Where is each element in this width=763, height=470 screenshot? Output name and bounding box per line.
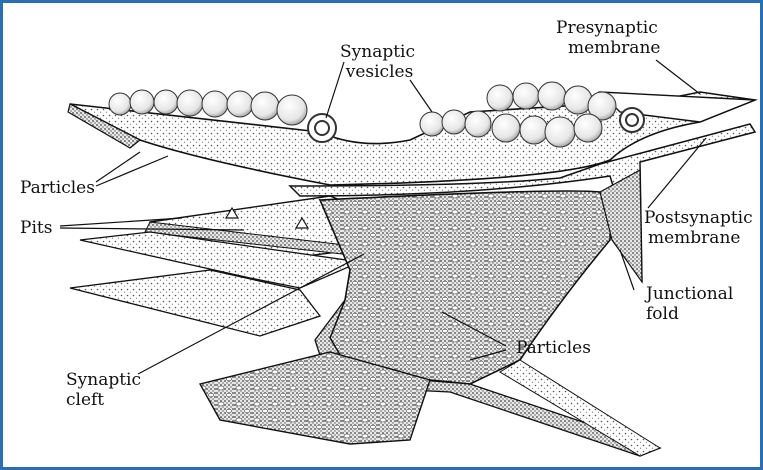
- label-presynaptic-membrane: Presynaptic membrane: [556, 18, 660, 58]
- label-junctional-fold: Junctional fold: [646, 284, 733, 324]
- label-synaptic-vesicles-line1: Synaptic: [340, 42, 415, 62]
- label-presynaptic-line1: Presynaptic: [556, 18, 660, 38]
- label-pits: Pits: [20, 218, 52, 238]
- label-junctional-line1: Junctional: [646, 284, 733, 304]
- label-synaptic-vesicles-line2: vesicles: [340, 62, 415, 82]
- label-particles-left: Particles: [20, 178, 95, 198]
- label-postsynaptic-line2: membrane: [644, 228, 753, 248]
- label-junctional-line2: fold: [646, 304, 733, 324]
- label-presynaptic-line2: membrane: [556, 38, 660, 58]
- label-synaptic-cleft-line1: Synaptic: [66, 370, 141, 390]
- label-postsynaptic-membrane: Postsynaptic membrane: [644, 208, 753, 248]
- label-synaptic-vesicles: Synaptic vesicles: [340, 42, 415, 82]
- label-synaptic-cleft: Synaptic cleft: [66, 370, 141, 410]
- label-synaptic-cleft-line2: cleft: [66, 390, 141, 410]
- label-postsynaptic-line1: Postsynaptic: [644, 208, 753, 228]
- label-particles-right: Particles: [516, 338, 591, 358]
